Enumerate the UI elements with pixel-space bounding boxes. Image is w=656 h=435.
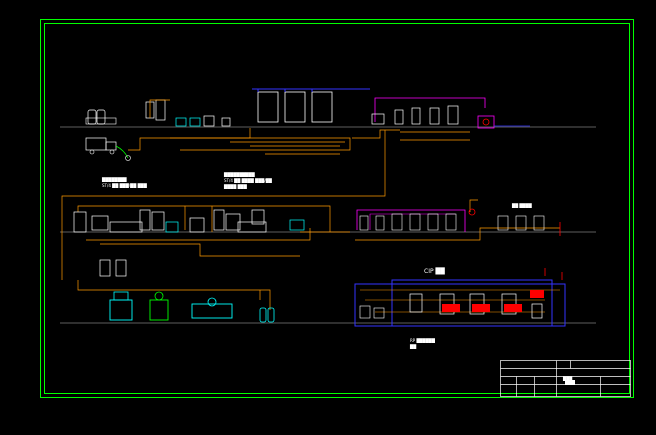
annotation-2-line3: ████ ███ — [224, 184, 247, 189]
annotation-1-line1: ████████ — [102, 177, 127, 182]
cip-note-line2: ██ — [410, 344, 417, 349]
row1-product-area — [371, 97, 530, 129]
row2-pipes — [77, 199, 560, 257]
row1-pipes — [61, 99, 470, 280]
floor-lines — [60, 126, 596, 324]
cip-station — [354, 268, 566, 327]
outer-border — [40, 19, 634, 398]
title-block — [500, 360, 631, 397]
row3-left — [77, 259, 275, 323]
section-label-right: ██ ████ — [512, 203, 532, 208]
title-block-stamp: ███ — [563, 376, 573, 381]
annotation-1-line2: ST/4 ██ ███/██ ███ — [102, 183, 147, 188]
row1-receiving — [85, 88, 370, 161]
row2-equipment — [73, 208, 561, 236]
cip-label: CIP ██ — [424, 268, 445, 275]
title-stamp-mark — [565, 380, 575, 385]
annotation-2-line2: ST/4 ██ ████ ███/██ — [224, 178, 272, 183]
inner-border — [44, 23, 630, 394]
annotation-2-line1: ██████████ — [224, 172, 255, 177]
cip-note-line1: RP ██████ — [410, 338, 435, 343]
